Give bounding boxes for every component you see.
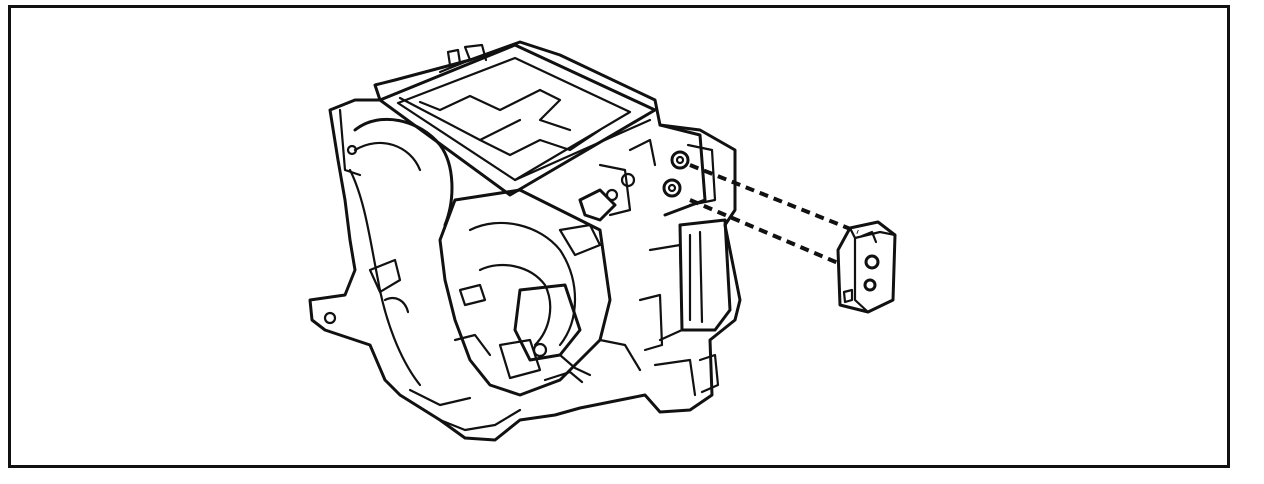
expansion-valve	[836, 220, 897, 314]
leader-lines	[689, 163, 859, 265]
heater-cooler-unit	[308, 40, 742, 442]
